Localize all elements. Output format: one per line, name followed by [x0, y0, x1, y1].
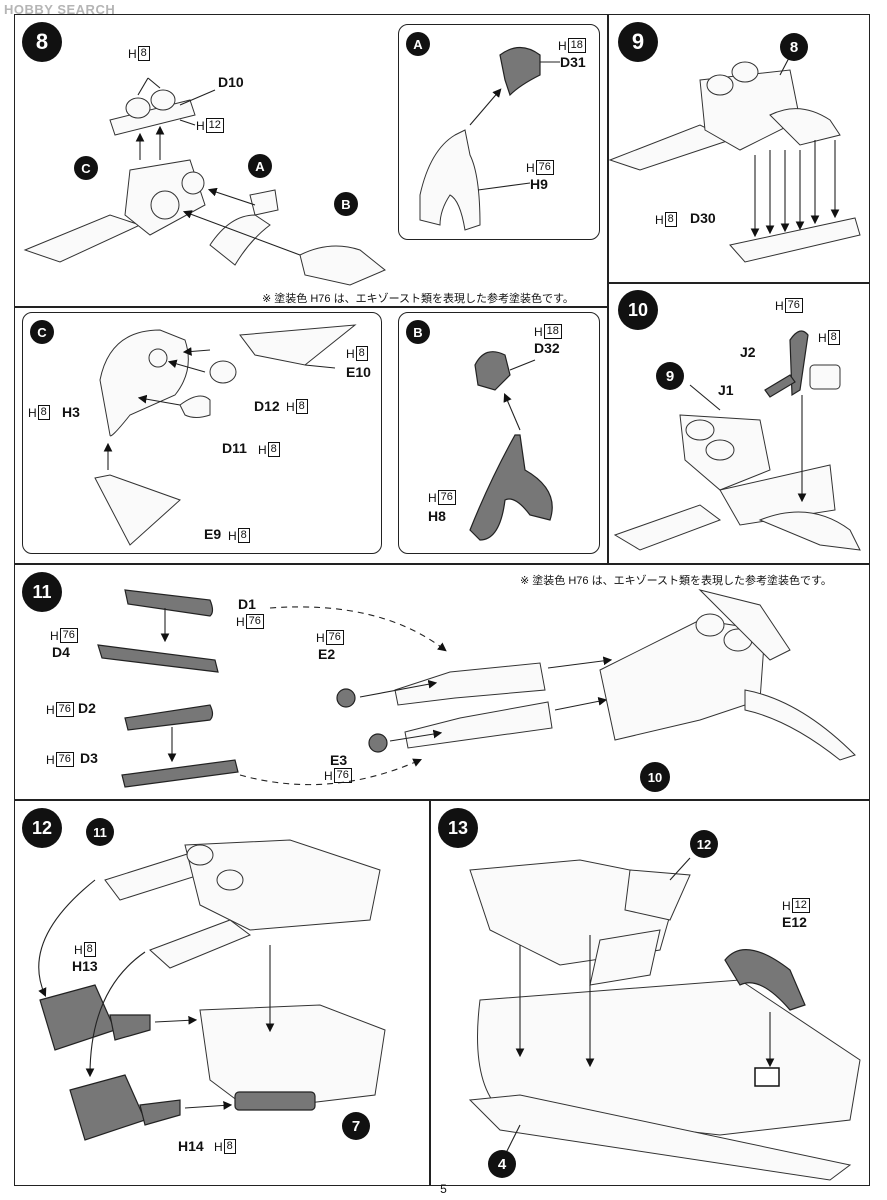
part-e9: E9 — [204, 526, 222, 542]
step8-illustration — [23, 77, 386, 286]
marker-b: B — [334, 192, 358, 216]
ref-step-4: 4 — [488, 1150, 516, 1178]
part-d3: D3 — [80, 750, 98, 766]
step10-illustration — [613, 330, 861, 551]
part-d31: D31 — [560, 54, 586, 70]
part-d30: D30 — [690, 210, 716, 226]
part-e2: E2 — [318, 646, 336, 662]
panel-step-13 — [430, 800, 870, 1186]
part-e10: E10 — [346, 364, 371, 380]
step12-illustration — [38, 839, 386, 1141]
subA-illustration — [419, 46, 560, 231]
part-h8: H8 — [428, 508, 446, 524]
part-h9: H9 — [530, 176, 548, 192]
part-d32: D32 — [534, 340, 560, 356]
panel-step-9 — [608, 14, 870, 283]
panel-step-8-sub — [14, 307, 608, 564]
ref-step-9: 9 — [656, 362, 684, 390]
step-12-badge: 12 — [22, 808, 62, 848]
ref-step-12: 12 — [690, 830, 718, 858]
note-exhaust-color-2: ※ 塗装色 H76 は、エキゾースト類を表現した参考塗装色です。 — [520, 575, 832, 587]
ref-step-7: 7 — [342, 1112, 370, 1140]
step13-illustration — [468, 857, 861, 1181]
step11-illustration — [97, 589, 856, 788]
part-d12: D12 — [254, 398, 280, 414]
step-8-badge: 8 — [22, 22, 62, 62]
step-13-badge: 13 — [438, 808, 478, 848]
part-h13: H13 — [72, 958, 98, 974]
marker-b-box: B — [406, 320, 430, 344]
ref-step-10: 10 — [640, 762, 670, 792]
step-10-badge: 10 — [618, 290, 658, 330]
part-e3: E3 — [330, 752, 348, 768]
ref-step-8: 8 — [780, 33, 808, 61]
step-9-badge: 9 — [618, 22, 658, 62]
panel-step-11 — [14, 564, 870, 800]
note-exhaust-color-1: ※ 塗装色 H76 は、エキゾースト類を表現した参考塗装色です。 — [262, 293, 574, 305]
marker-a-box: A — [406, 32, 430, 56]
panel-step-12 — [14, 800, 430, 1186]
page-number: 5 — [440, 1182, 447, 1196]
part-e12: E12 — [782, 914, 807, 930]
part-d4: D4 — [52, 644, 70, 660]
part-d11: D11 — [222, 440, 247, 456]
part-d2: D2 — [78, 700, 96, 716]
subB-illustration — [469, 351, 553, 541]
part-j1: J1 — [718, 382, 734, 398]
watermark: HOBBY SEARCH — [4, 2, 116, 17]
panel-step-10 — [608, 283, 870, 564]
marker-c-box: C — [30, 320, 54, 344]
marker-a: A — [248, 154, 272, 178]
part-j2: J2 — [740, 344, 756, 360]
subC-illustration — [94, 324, 357, 546]
marker-c: C — [74, 156, 98, 180]
sub-box-c — [22, 312, 382, 554]
step9-illustration — [608, 55, 861, 263]
part-d10: D10 — [218, 74, 244, 90]
ref-step-11: 11 — [86, 818, 114, 846]
part-d1: D1 — [238, 596, 256, 612]
part-h14: H14 — [178, 1138, 204, 1154]
step-11-badge: 11 — [22, 572, 62, 612]
part-h3: H3 — [62, 404, 80, 420]
panel-step-8 — [14, 14, 608, 307]
